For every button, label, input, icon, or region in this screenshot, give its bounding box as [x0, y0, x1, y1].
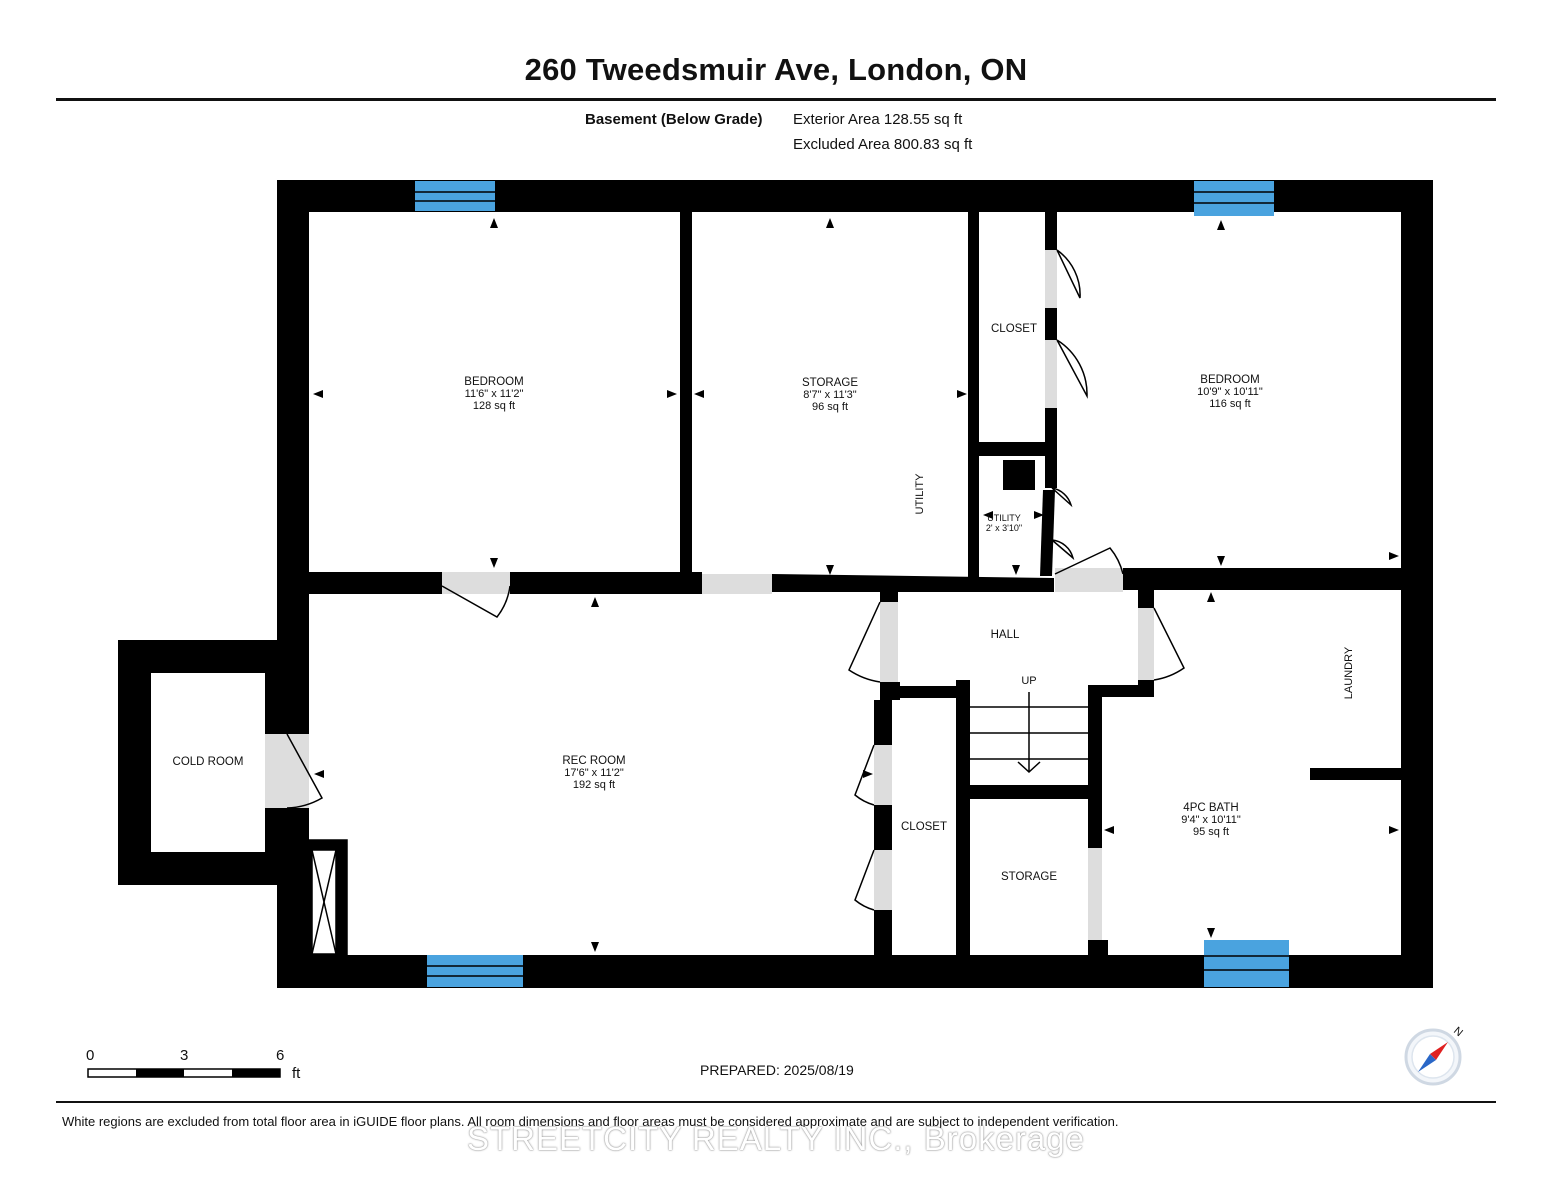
hall-wall-d — [1138, 590, 1154, 608]
laundry-divider — [1310, 768, 1401, 780]
label-laundry: LAUNDRY — [1343, 646, 1355, 700]
page-title: 260 Tweedsmuir Ave, London, ON — [524, 52, 1028, 87]
stair-storage-divider — [970, 785, 1088, 799]
compass-icon — [1404, 1028, 1462, 1086]
hall-wall-f — [1088, 685, 1154, 697]
stair-wall-east — [1088, 685, 1102, 848]
room-name: HALL — [990, 629, 1020, 641]
room-closet-top: CLOSET — [991, 323, 1037, 335]
stair-wall-west — [956, 680, 970, 955]
label-up: UP — [1021, 675, 1037, 687]
room-closet-mid: CLOSET — [901, 821, 947, 833]
window-rec-room — [427, 955, 523, 987]
room-area: 192 sq ft — [572, 779, 616, 791]
coldroom-wall-east-upper — [265, 640, 309, 734]
scale-tick-6: 6 — [276, 1047, 285, 1064]
coldroom-wall-west — [118, 640, 151, 885]
room-dimensions: 2' x 3'10" — [985, 523, 1023, 533]
room-name: CLOSET — [900, 821, 948, 833]
coldroom-wall-east-lower — [265, 808, 309, 885]
wall-east — [1401, 180, 1433, 988]
room-storage-bottom: STORAGE — [1001, 871, 1057, 883]
room-storage-top: STORAGE 8'7" x 11'3" 96 sq ft — [802, 377, 858, 413]
room-utility-small: UTILITY 2' x 3'10" — [986, 513, 1022, 533]
dimension-markers — [313, 218, 1399, 952]
label-utility-vertical: UTILITY — [914, 473, 926, 515]
room-cold-room: COLD ROOM — [173, 756, 244, 768]
brokerage-watermark: STREETCITY REALTY INC., Brokerage — [466, 1120, 1085, 1157]
window-bath — [1204, 940, 1289, 987]
room-name: STORAGE — [1000, 871, 1058, 883]
wall-closet-utility — [979, 442, 1055, 456]
room-area: 96 sq ft — [811, 401, 849, 413]
wall-storage-closet — [968, 212, 979, 578]
room-name: BEDROOM — [464, 376, 524, 388]
excluded-area: Excluded Area 800.83 sq ft — [793, 136, 973, 153]
room-dimensions: 17'6" x 11'2" — [564, 767, 624, 779]
scale-bar — [87, 1068, 281, 1078]
room-rec-room: REC ROOM 17'6" x 11'2" 192 sq ft — [562, 755, 625, 791]
prepared-date: PREPARED: 2025/08/19 — [700, 1062, 854, 1078]
room-bedroom-left: BEDROOM 11'6" x 11'2" 128 sq ft — [464, 376, 523, 412]
closet-mid-wall-1 — [874, 700, 892, 745]
door-openings — [265, 250, 1154, 940]
wall-closet-east-1 — [1045, 212, 1057, 250]
room-area: 95 sq ft — [1192, 826, 1230, 838]
room-dimensions: 10'9" x 10'11" — [1197, 386, 1263, 398]
room-bedroom-right: BEDROOM 10'9" x 10'11" 116 sq ft — [1197, 374, 1263, 410]
scale-unit: ft — [292, 1065, 301, 1082]
room-name: STORAGE — [801, 377, 859, 389]
exterior-area: Exterior Area 128.55 sq ft — [793, 111, 963, 128]
closet-mid-wall-2 — [874, 805, 892, 850]
room-name: REC ROOM — [562, 755, 626, 767]
room-name: CLOSET — [990, 323, 1038, 335]
room-name: COLD ROOM — [172, 756, 244, 768]
room-bath: 4PC BATH 9'4" x 10'11" 95 sq ft — [1181, 802, 1241, 838]
hall-wall-a — [880, 590, 898, 602]
utility-east-lower — [1040, 490, 1055, 576]
stairs — [970, 692, 1088, 774]
wall-west-upper — [277, 180, 309, 640]
hall-wall-c — [898, 686, 968, 698]
wall-closet-east-2 — [1045, 308, 1057, 340]
wall-mid-right — [1123, 568, 1401, 590]
windows — [415, 181, 1289, 987]
hall-wall-b — [880, 682, 900, 700]
closet-box-left — [308, 839, 348, 956]
wall-mid-2 — [510, 572, 702, 594]
room-hall: HALL — [991, 629, 1020, 641]
window-bedroom-left — [415, 181, 495, 211]
room-area: 116 sq ft — [1209, 398, 1251, 410]
room-dimensions: 8'7" x 11'3" — [803, 389, 857, 401]
level-label: Basement (Below Grade) — [585, 111, 763, 128]
door-swings — [286, 249, 1185, 911]
room-area: 128 sq ft — [472, 400, 516, 412]
wall-utility-east — [1045, 408, 1057, 488]
closet-mid-wall-3 — [874, 910, 892, 955]
disclaimer-text: White regions are excluded from total fl… — [62, 1114, 1119, 1129]
header-divider — [56, 98, 1496, 101]
footer-divider — [56, 1101, 1496, 1103]
window-bedroom-right — [1194, 181, 1274, 216]
wall-bedroom-storage — [680, 212, 692, 578]
room-dimensions: 11'6" x 11'2" — [464, 388, 524, 400]
room-dimensions: 9'4" x 10'11" — [1181, 814, 1241, 826]
room-name: UTILITY — [987, 513, 1021, 523]
bath-wall-a — [1088, 940, 1108, 955]
wall-mid-1 — [309, 572, 442, 594]
room-name: BEDROOM — [1200, 374, 1260, 386]
room-name: 4PC BATH — [1183, 802, 1239, 814]
scale-tick-0: 0 — [86, 1047, 95, 1064]
wall-mid-3 — [772, 574, 1054, 592]
scale-tick-3: 3 — [180, 1047, 189, 1064]
utility-chimney — [1003, 460, 1035, 490]
